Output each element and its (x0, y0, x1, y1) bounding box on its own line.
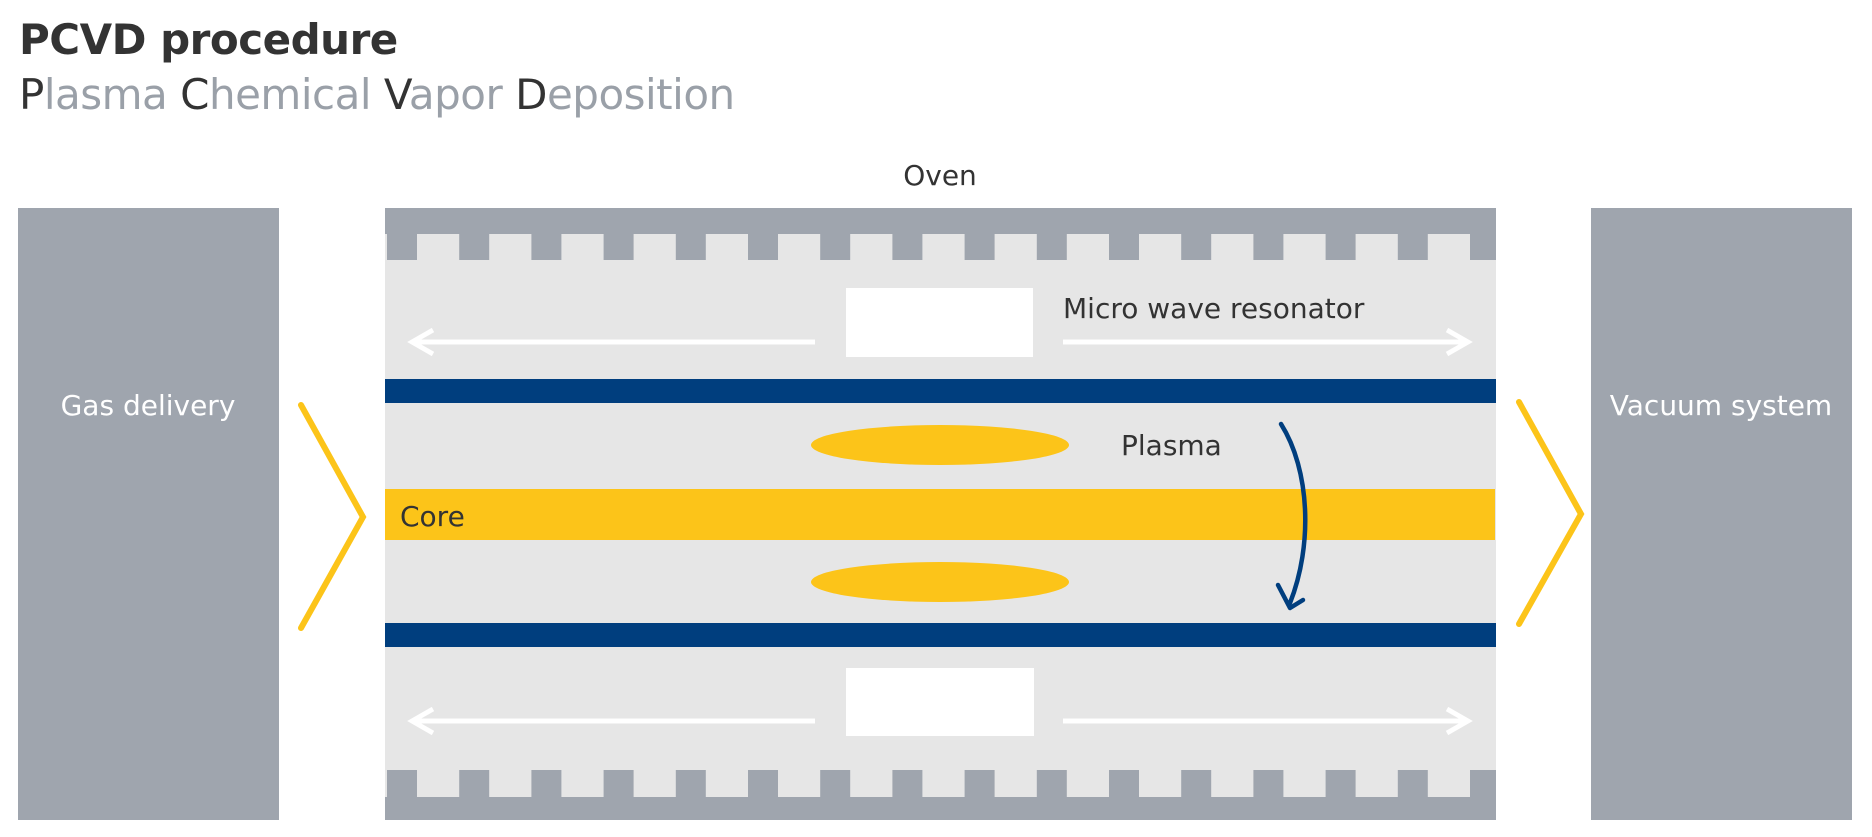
oven-tooth (820, 233, 851, 260)
subtitle-word: Plasma (19, 70, 168, 119)
oven-tooth (1397, 770, 1428, 798)
oven-tooth (1036, 770, 1067, 798)
oven-tooth (892, 233, 923, 260)
oven-tooth (675, 233, 706, 260)
subtitle-word: Vapor (383, 70, 503, 119)
outlet-chevron (1516, 399, 1585, 627)
subtitle-rest: hemical (208, 70, 372, 119)
oven-tooth (1109, 770, 1139, 798)
page-title: PCVD procedure (19, 15, 398, 64)
oven-bottom-teeth (387, 770, 1496, 798)
subtitle-word: Deposition (515, 70, 735, 119)
subtitle-rest: eposition (546, 70, 735, 119)
oven-tooth (892, 770, 923, 798)
resonator-block-bottom (846, 668, 1034, 736)
page-subtitle: Plasma Chemical Vapor Deposition (19, 66, 735, 124)
subtitle-rest: lasma (43, 70, 168, 119)
oven-tooth (675, 770, 706, 798)
oven-tooth (964, 770, 995, 798)
rotation-arrow-head (1275, 582, 1306, 611)
oven-top-wall (385, 208, 1496, 234)
oven-tooth (1325, 233, 1356, 260)
oven-tooth (748, 770, 778, 798)
oven-tooth (1325, 770, 1356, 798)
oven-tooth (531, 770, 562, 798)
tube-wall-bottom (385, 623, 1496, 647)
oven-tooth (1109, 233, 1139, 260)
subtitle-initial: D (515, 70, 547, 119)
oven-tooth (1036, 233, 1067, 260)
oven-tooth (387, 770, 417, 798)
subtitle-initial: V (383, 70, 409, 119)
resonator-label: Micro wave resonator (1063, 292, 1365, 325)
vacuum-system-block (1591, 208, 1852, 820)
subtitle-word: Chemical (180, 70, 371, 119)
oven-tooth (603, 770, 634, 798)
tube-wall-top (385, 379, 1496, 403)
oven-tooth (387, 233, 417, 260)
oven-tooth (1253, 770, 1284, 798)
title-block: PCVD procedure Plasma Chemical Vapor Dep… (19, 14, 735, 124)
oven-tooth (603, 233, 634, 260)
oven-tooth (459, 233, 490, 260)
subtitle-rest: apor (408, 70, 503, 119)
oven-tooth (964, 233, 995, 260)
oven-top-teeth (387, 233, 1496, 260)
gas-delivery-label: Gas delivery (61, 389, 236, 422)
oven-bottom-wall (385, 797, 1496, 820)
plasma-bottom (811, 562, 1069, 602)
oven-tooth (1181, 233, 1212, 260)
core-label: Core (400, 500, 465, 533)
gas-delivery-block (18, 208, 279, 820)
oven-label: Oven (903, 159, 977, 192)
oven-tooth (1253, 233, 1284, 260)
subtitle-initial: P (19, 70, 44, 119)
rotation-arrow (1278, 421, 1308, 606)
vacuum-system-label: Vacuum system (1610, 389, 1832, 422)
resonator-block-top (846, 288, 1033, 357)
plasma-top (811, 425, 1069, 465)
oven-tooth (1181, 770, 1212, 798)
oven-tooth (820, 770, 851, 798)
oven-tooth (531, 233, 562, 260)
subtitle-initial: C (180, 70, 209, 119)
oven-tooth (1470, 770, 1496, 798)
plasma-label: Plasma (1121, 429, 1222, 462)
inlet-chevron (298, 402, 367, 631)
oven-tooth (1470, 233, 1496, 260)
oven-tooth (1397, 233, 1428, 260)
core-bar (385, 489, 1495, 540)
oven-tooth (459, 770, 490, 798)
oven-tooth (748, 233, 778, 260)
